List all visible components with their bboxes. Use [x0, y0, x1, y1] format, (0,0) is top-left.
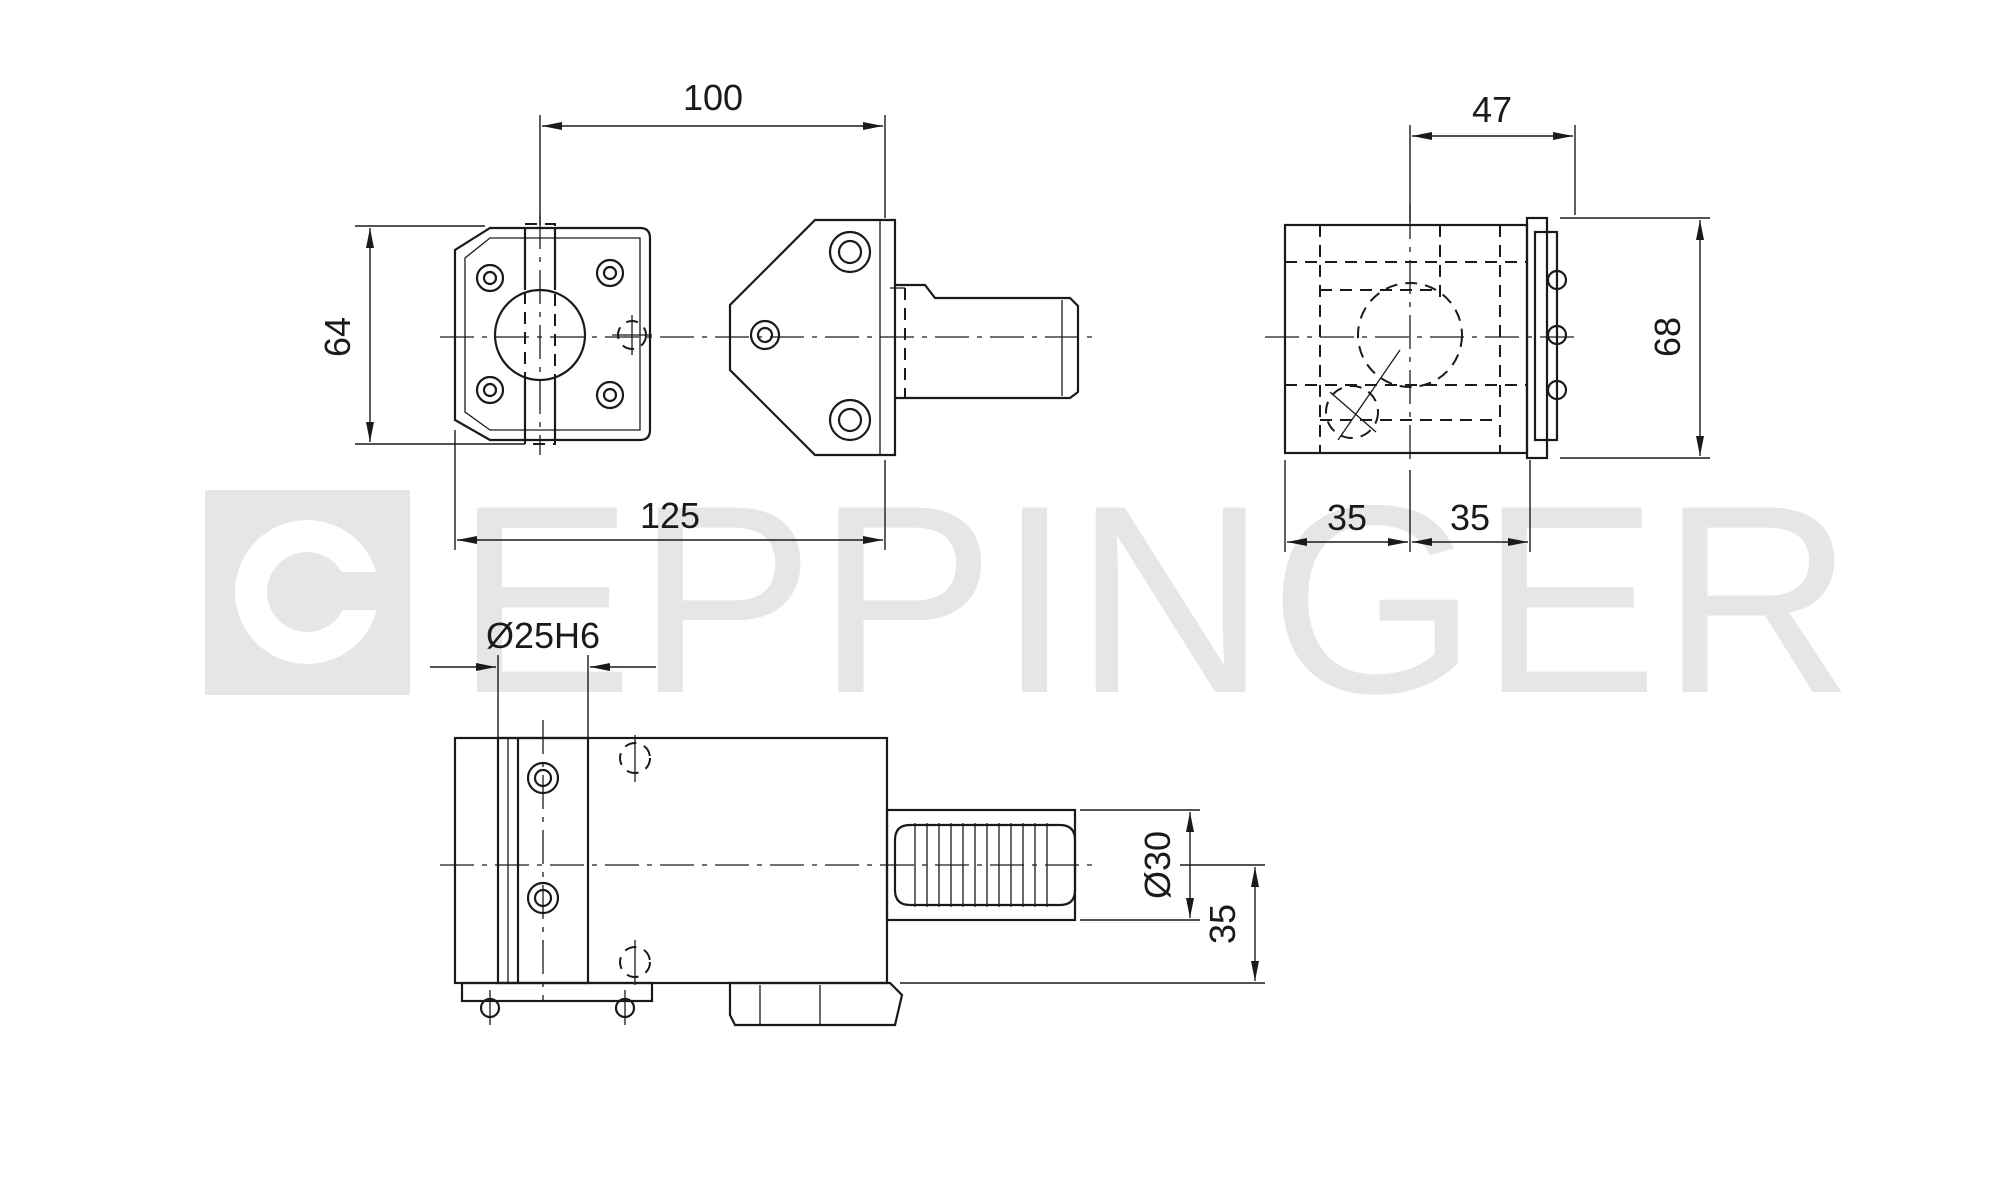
screw-icon: [595, 380, 625, 410]
dim-shank-offset: 35: [1202, 904, 1243, 944]
screw-icon: [828, 398, 872, 442]
dim-125: 125: [640, 495, 700, 536]
screw-icon: [475, 263, 505, 293]
screw-icon: [828, 230, 872, 274]
eppinger-watermark: EPPINGER: [205, 449, 1856, 749]
screw-icon: [1546, 379, 1568, 401]
screw-icon: [1546, 269, 1568, 291]
front-view: 100 64 125: [317, 77, 1100, 550]
screw-icon: [595, 258, 625, 288]
bottom-view: Ø25H6 Ø30 35: [430, 615, 1265, 1027]
watermark-text: EPPINGER: [455, 449, 1856, 749]
dim-35-right: 35: [1450, 497, 1490, 538]
dim-100: 100: [683, 77, 743, 118]
dim-35-left: 35: [1327, 497, 1367, 538]
dim-64: 64: [317, 317, 358, 357]
screw-icon: [475, 375, 505, 405]
side-view: 47 68 35 35: [1265, 89, 1710, 552]
dim-shank-diameter: Ø30: [1137, 831, 1178, 899]
dim-bore: Ø25H6: [486, 615, 600, 656]
dim-47: 47: [1472, 89, 1512, 130]
dim-68: 68: [1647, 317, 1688, 357]
screw-icon: [1546, 324, 1568, 346]
screw-icon: [749, 319, 781, 351]
